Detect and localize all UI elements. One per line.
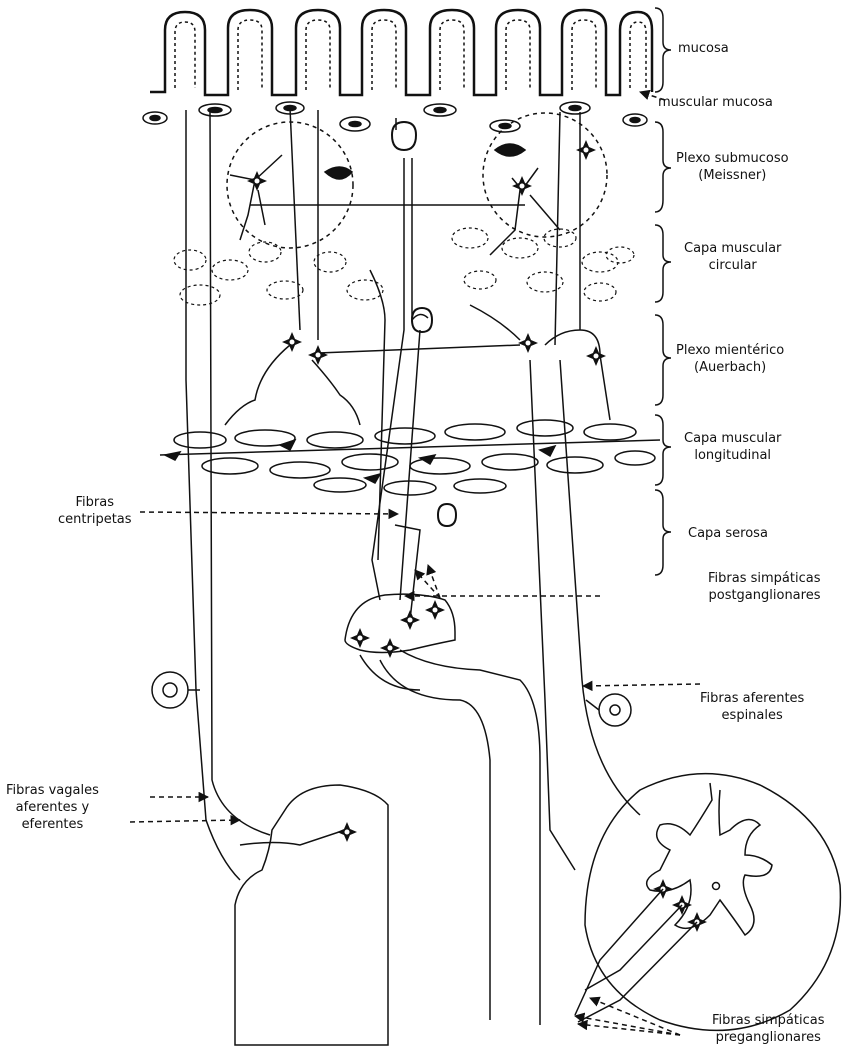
prevertebral-ganglion	[345, 594, 540, 1025]
submucosal-plexus	[227, 113, 607, 255]
label-line: aferentes y	[6, 799, 99, 816]
label-line: (Meissner)	[676, 167, 789, 184]
submucosal-neuron-right	[512, 176, 532, 196]
label-line: espinales	[700, 707, 804, 724]
label-muscular-mucosa: muscular mucosa	[658, 94, 773, 111]
myenteric-neuron-3	[518, 333, 538, 353]
ganglion-neuron-4	[400, 610, 420, 630]
label-plexo-mienterico: Plexo mientérico (Auerbach)	[676, 342, 784, 376]
label-fibras-simpaticas-preganglionares: Fibras simpáticas preganglionares	[712, 1012, 824, 1046]
label-line: Fibras simpáticas	[712, 1012, 824, 1029]
label-line: Capa muscular	[684, 430, 781, 447]
muscular-mucosa-cells	[143, 102, 647, 132]
label-fibras-vagales: Fibras vagales aferentes y eferentes	[6, 782, 99, 833]
label-mucosa: mucosa	[678, 40, 729, 57]
label-line: eferentes	[6, 816, 99, 833]
label-line: Plexo submucoso	[676, 150, 789, 167]
label-line: postganglionares	[708, 587, 820, 604]
myenteric-neuron-4	[586, 346, 606, 366]
ganglion-neuron-1	[350, 628, 370, 648]
label-capa-serosa: Capa serosa	[688, 525, 768, 542]
label-line: (Auerbach)	[676, 359, 784, 376]
label-pointers	[130, 92, 700, 1035]
submucosal-neuron-upper-right	[576, 140, 596, 160]
label-line: circular	[684, 257, 781, 274]
ganglion-neuron-3	[425, 600, 445, 620]
myenteric-neuron-2	[308, 345, 328, 365]
nerve-fibres	[186, 108, 640, 880]
mucosa-villi	[150, 10, 652, 95]
label-line: longitudinal	[684, 447, 781, 464]
label-line: Plexo mientérico	[676, 342, 784, 359]
spinal-cord	[585, 774, 840, 1031]
label-line: centripetas	[58, 511, 132, 528]
brainstem	[235, 785, 388, 1045]
label-capa-muscular-longitudinal: Capa muscular longitudinal	[684, 430, 781, 464]
label-fibras-simpaticas-postganglionares: Fibras simpáticas postganglionares	[708, 570, 820, 604]
label-plexo-submucoso: Plexo submucoso (Meissner)	[676, 150, 789, 184]
spinal-ganglia	[152, 672, 631, 726]
label-line: Capa muscular	[684, 240, 781, 257]
label-line: Fibras aferentes	[700, 690, 804, 707]
label-line: Fibras vagales	[6, 782, 99, 799]
label-line: Fibras	[58, 494, 132, 511]
label-fibras-centripetas: Fibras centripetas	[58, 494, 132, 528]
label-fibras-aferentes-espinales: Fibras aferentes espinales	[700, 690, 804, 724]
ganglion-neuron-2	[380, 638, 400, 658]
label-line: Fibras simpáticas	[708, 570, 820, 587]
submucosal-neuron-left	[247, 171, 267, 191]
label-line: preganglionares	[712, 1029, 824, 1046]
vagal-nucleus-neuron	[337, 822, 357, 842]
label-capa-muscular-circular: Capa muscular circular	[684, 240, 781, 274]
receptor-endings	[392, 122, 456, 526]
